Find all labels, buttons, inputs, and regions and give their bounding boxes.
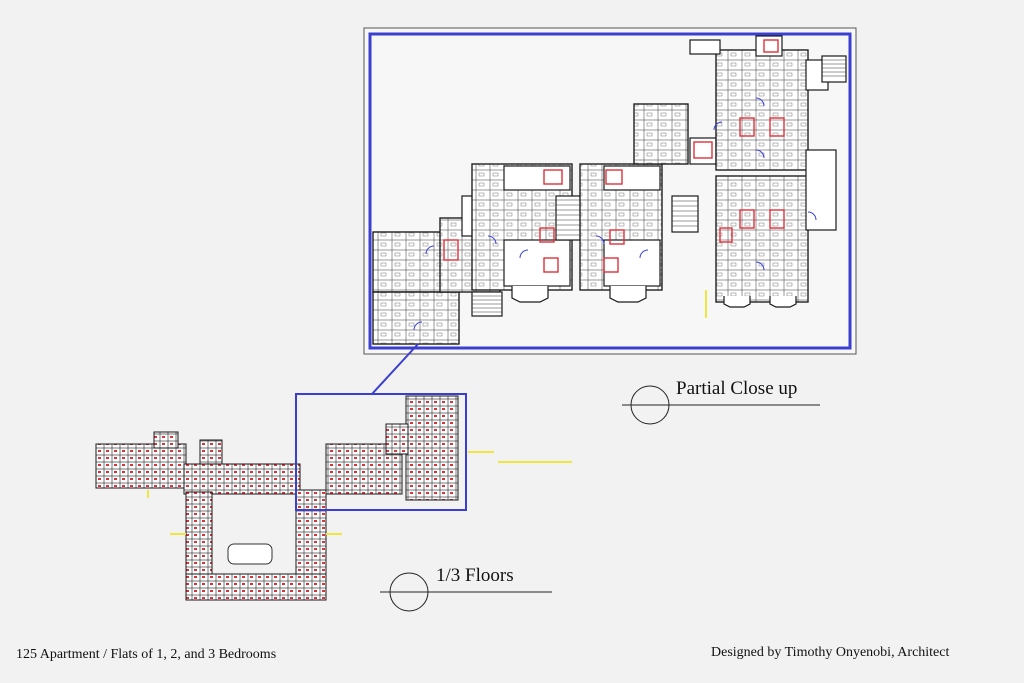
- full-floor-plan: [95, 395, 459, 601]
- close-up-door-swings: [413, 97, 817, 331]
- close-up-panel: [363, 27, 857, 355]
- partial-close-up-title: Partial Close up: [676, 378, 798, 399]
- partial-title-symbol: [622, 385, 820, 425]
- close-up-plan: [372, 35, 847, 345]
- project-description: 125 Apartment / Flats of 1, 2, and 3 Bed…: [16, 647, 277, 662]
- close-up-bathroom-marks: [443, 39, 785, 273]
- close-up-blue-frame: [368, 32, 852, 350]
- floors-title: 1/3 Floors: [436, 565, 514, 586]
- thumbnail-callout-frame: [295, 393, 467, 511]
- floor-plan-yellow-markers: [147, 451, 572, 535]
- designer-credit: Designed by Timothy Onyenobi, Architect: [711, 645, 950, 660]
- floors-title-symbol: [380, 572, 552, 612]
- callout-connector: [371, 343, 419, 395]
